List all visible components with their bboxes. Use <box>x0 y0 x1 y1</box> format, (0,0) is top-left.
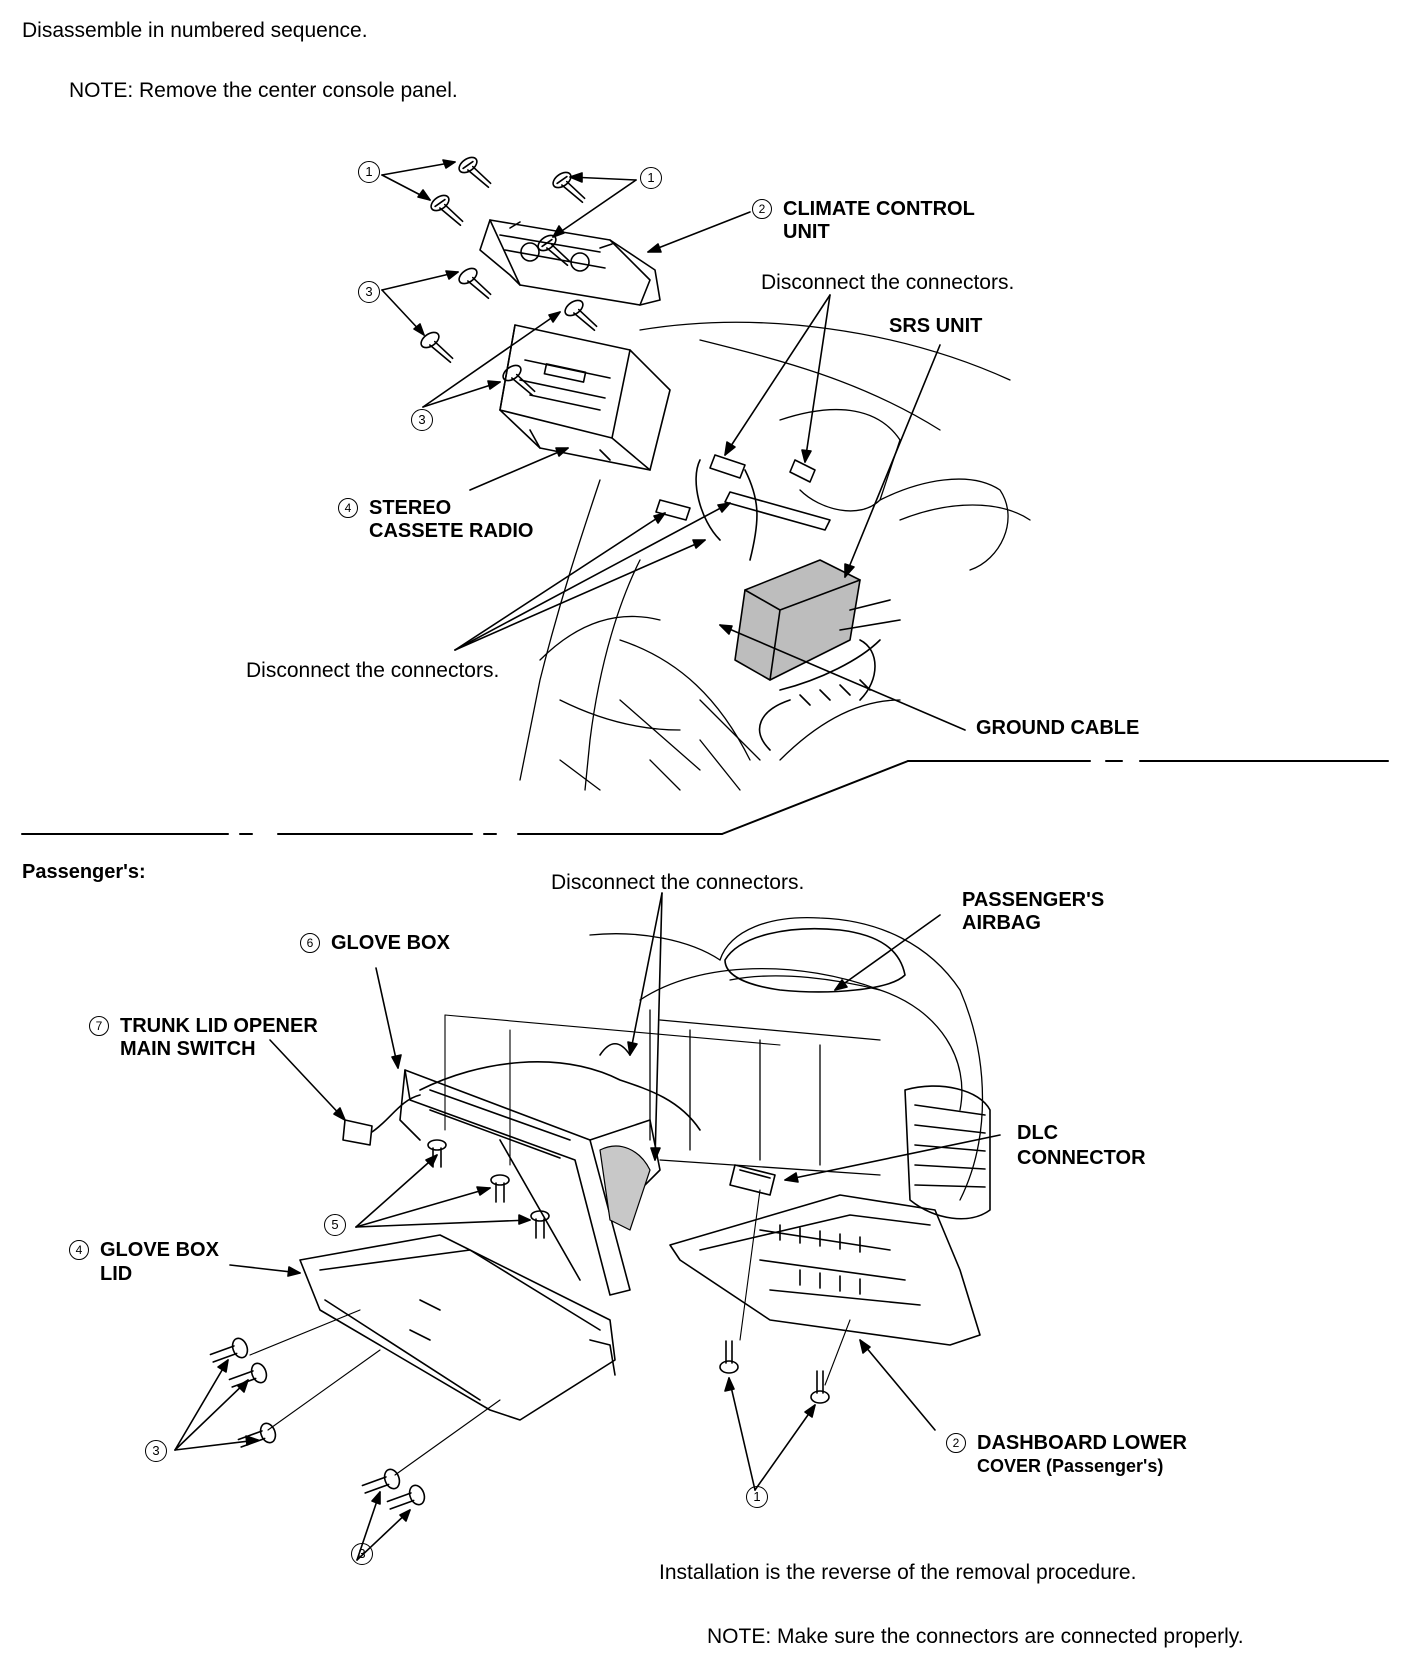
ground-cable <box>758 639 881 751</box>
label-ground-cable: GROUND CABLE <box>976 717 1140 739</box>
air-vent <box>904 1085 991 1220</box>
section-divider <box>21 760 1389 835</box>
passenger-airbag-outline <box>724 927 906 993</box>
callout-3-upper-a: 3 <box>358 281 380 303</box>
disconnect-connectors-bottom: Disconnect the connectors. <box>246 659 500 682</box>
screw-group-3-upper <box>420 267 598 397</box>
airbag-line1: PASSENGER'S <box>962 889 1105 911</box>
disconnect-connectors-passenger: Disconnect the connectors. <box>551 871 805 894</box>
screw-group-1-upper <box>430 156 586 267</box>
climate-control-unit <box>479 219 661 306</box>
cover-line1: DASHBOARD LOWER <box>977 1432 1187 1454</box>
instruction-text: Disassemble in numbered sequence. <box>22 19 368 42</box>
callout-6: 6 <box>300 933 320 953</box>
stereo-cassette-radio <box>499 324 671 471</box>
srs-unit <box>734 559 901 701</box>
callout-1-left: 1 <box>358 161 380 183</box>
cover-line2: COVER (Passenger's) <box>977 1456 1164 1476</box>
note-remove-console: NOTE: Remove the center console panel. <box>69 79 458 102</box>
callout-4-upper: 4 <box>338 498 358 518</box>
callout-3-upper-b: 3 <box>411 409 433 431</box>
glove-box-body <box>399 1069 661 1296</box>
lid-line2: LID <box>100 1263 133 1285</box>
dlc-connector-part <box>729 1164 776 1196</box>
trunk-switch-part <box>342 1042 701 1146</box>
dlc-line2: CONNECTOR <box>1017 1147 1146 1169</box>
alignment-lines-lower <box>249 1014 851 1476</box>
screw-group-3-lower <box>209 1337 426 1510</box>
dash-contours-upper <box>519 321 1031 791</box>
callout-2-lower: 2 <box>946 1433 966 1453</box>
dashboard-lower-cover <box>669 1194 981 1346</box>
callout-3-lower-a: 3 <box>145 1440 167 1462</box>
trunk-line2: MAIN SWITCH <box>120 1038 256 1060</box>
disconnect-connectors-top: Disconnect the connectors. <box>761 271 1015 294</box>
trunk-line1: TRUNK LID OPENER <box>120 1015 318 1037</box>
label-srs-unit: SRS UNIT <box>889 315 983 337</box>
lid-line1: GLOVE BOX <box>100 1239 219 1261</box>
connectors-upper <box>655 454 831 561</box>
passenger-heading: Passenger's: <box>22 861 146 883</box>
leaders-lower <box>174 892 1001 1561</box>
callout-1-right: 1 <box>640 167 662 189</box>
callout-3-lower-b: 3 <box>351 1543 373 1565</box>
connectors-note: NOTE: Make sure the connectors are conne… <box>707 1625 1244 1648</box>
climate-line2: UNIT <box>783 221 830 243</box>
screw-group-1-lower <box>719 1340 830 1404</box>
callout-7: 7 <box>89 1016 109 1036</box>
callout-5: 5 <box>324 1214 346 1236</box>
callout-2-upper: 2 <box>752 199 772 219</box>
dlc-line1: DLC <box>1017 1122 1059 1144</box>
stereo-line1: STEREO <box>369 497 452 519</box>
leaders-upper <box>381 159 966 731</box>
stereo-line2: CASSETE RADIO <box>369 520 534 542</box>
glove-box-text: GLOVE BOX <box>331 932 450 954</box>
climate-line1: CLIMATE CONTROL <box>783 198 975 220</box>
callout-1-lower: 1 <box>746 1486 768 1508</box>
callout-4-lower: 4 <box>69 1240 89 1260</box>
airbag-line2: AIRBAG <box>962 912 1041 934</box>
installation-note: Installation is the reverse of the remov… <box>659 1561 1137 1584</box>
glove-box-lid <box>299 1234 616 1421</box>
